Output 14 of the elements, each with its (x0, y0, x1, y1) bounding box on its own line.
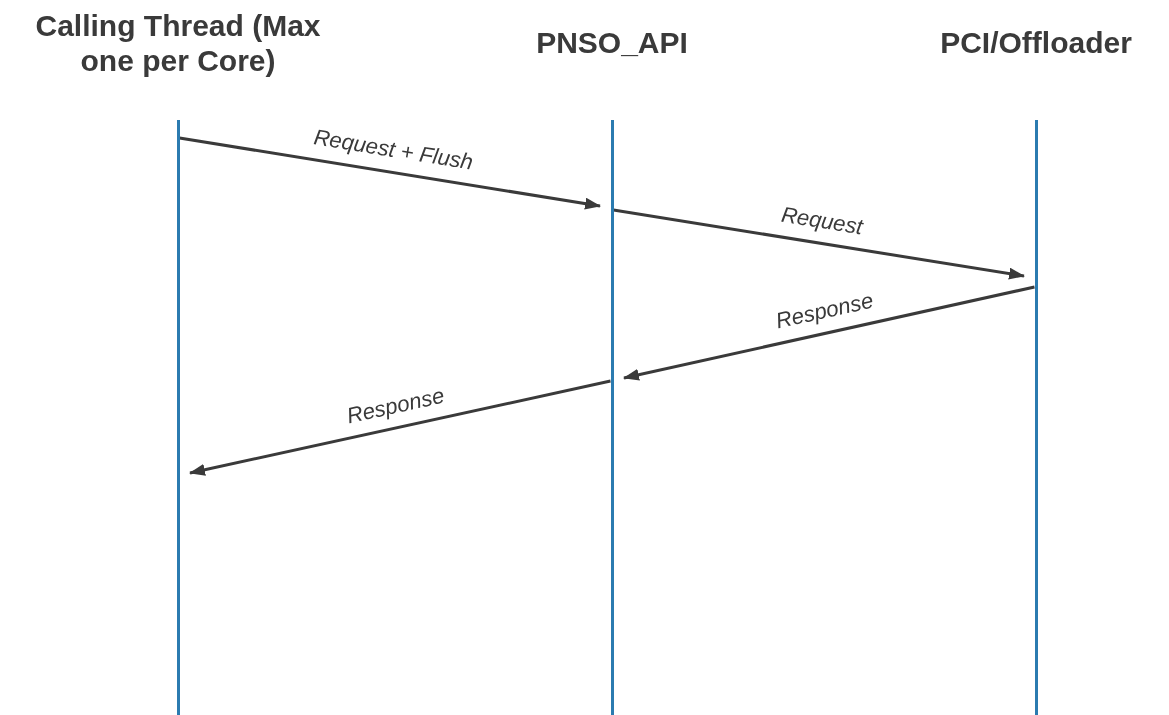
lifeline (611, 120, 614, 715)
lifeline-heading: PCI/Offloader (939, 25, 1133, 60)
lifeline (177, 120, 180, 715)
edge-label: Request + Flush (311, 124, 475, 176)
message-arrow (613, 208, 1025, 280)
lifeline-heading: PNSO_API (535, 25, 689, 60)
edge-label: Response (344, 382, 447, 429)
message-arrow (179, 136, 601, 210)
lifeline-heading: Calling Thread (Max one per Core) (34, 8, 322, 78)
edge-label: Request (779, 201, 865, 241)
message-arrow (623, 285, 1035, 381)
edge-label: Response (773, 287, 876, 335)
message-arrow (189, 379, 611, 476)
lifeline (1035, 120, 1038, 715)
